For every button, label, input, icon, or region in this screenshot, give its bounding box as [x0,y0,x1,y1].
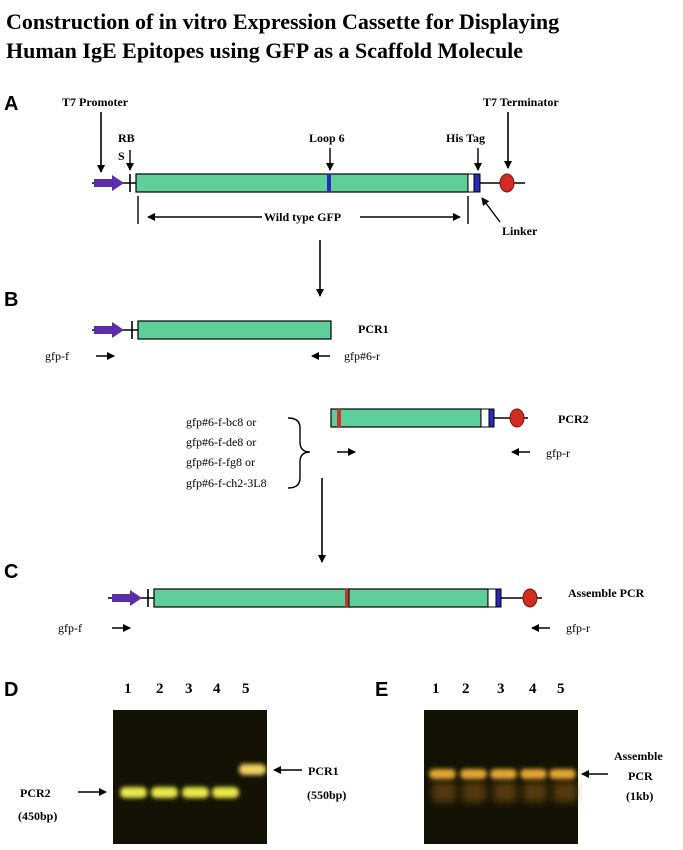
primer-option-2: gfp#6-f-de8 or [186,435,256,449]
gel-d-lane-4: 4 [213,681,221,697]
linker-box-a [467,173,475,193]
terminator-a [499,173,515,193]
gel-e-band-lane-1 [429,769,456,779]
panel-b-letter: B [4,289,18,311]
pcr1-label: PCR1 [358,322,389,336]
primer-brace [287,417,311,489]
gfp-bar-pcr1 [137,320,332,340]
gel-e-smear-lane-2 [462,782,486,802]
panel-d-letter: D [4,679,18,701]
panel-e-letter: E [375,679,388,701]
his-tag-box-pcr2 [488,408,495,428]
gel-e-lane-3: 3 [497,681,505,697]
assemble-gel-label-3: (1kb) [626,789,653,803]
gel-e-band-lane-2 [460,769,487,779]
linker-pointer [481,197,501,223]
pcr2-gel-label: PCR2 [20,786,51,800]
gfp-bar-a [135,173,469,193]
gel-e-band-lane-3 [490,769,517,779]
promoter-arrow-a [94,175,124,191]
gel-e-lane-1: 1 [432,681,440,697]
gel-e-lane-5: 5 [557,681,565,697]
t7-promoter-label: T7 Promoter [62,95,129,109]
gel-e-lane-4: 4 [529,681,537,697]
epitope-marker-pcr2 [337,409,341,427]
loop6-label: Loop 6 [309,131,345,145]
gel-e-smear-lane-3 [493,782,517,802]
pcr2-gel-size: (450bp) [18,809,57,823]
epitope-marker-c [345,589,349,607]
primer-option-1: gfp#6-f-bc8 or [186,415,256,429]
gfp6-r-label: gfp#6-r [344,349,380,363]
t7-terminator-label: T7 Terminator [483,95,559,109]
linker-label: Linker [502,224,538,238]
primer-option-3: gfp#6-f-fg8 or [186,455,255,469]
gel-d-band-lane-5 [239,764,266,775]
promoter-arrow-c [112,590,142,606]
figure-title-line-2: Human IgE Epitopes using GFP as a Scaffo… [6,38,523,63]
gel-e-smear-lane-5 [553,782,577,802]
panel-c-letter: C [4,561,18,583]
rbs-label-line-2: S [118,149,125,163]
gel-d-band-lane-4 [212,787,239,798]
wild-type-gfp-label-bg [262,208,360,224]
panel-e: E 1 2 3 4 5 Assemble PCR (1kb) [375,679,663,844]
panel-c: C Assemble PCR gfp-f gfp-r [4,561,645,635]
gel-e-lane-2: 2 [462,681,470,697]
gel-d-band-lane-2 [151,787,178,798]
panel-a: A T7 Promoter RB S Loop 6 His Tag T7 Ter… [4,93,559,297]
terminator-pcr2 [509,408,525,428]
gel-d-band-lane-1 [120,787,147,798]
panel-b: B PCR1 gfp-f gfp#6-r PCR2 gfp-r gfp#6-f-… [4,289,589,563]
panel-d: D 1 2 3 4 5 PCR2 (450bp) PCR1 (550bp) [4,679,346,844]
rbs-label-line-1: RB [118,131,135,145]
assemble-gel-label-2: PCR [628,769,653,783]
his-tag-box-a [473,173,481,193]
gfp-f-label-c: gfp-f [58,621,82,635]
terminator-c [522,588,538,608]
figure-title-line-1: Construction of in vitro Expression Cass… [6,9,559,34]
gel-d-band-lane-3 [182,787,209,798]
his-tag-box-c [495,588,502,608]
gel-d-bands [120,764,266,798]
his-tag-label: His Tag [446,131,485,145]
panel-a-letter: A [4,93,18,115]
gel-d-lane-2: 2 [156,681,164,697]
gfp-r-label-c: gfp-r [566,621,590,635]
assemble-pcr-label-c: Assemble PCR [568,586,645,600]
promoter-arrow-b [94,322,124,338]
gel-e-band-lane-5 [549,769,576,779]
assemble-gel-label-1: Assemble [614,749,663,763]
gfp-bar-pcr2 [330,408,482,428]
gel-d [113,710,267,844]
primer-option-4: gfp#6-f-ch2-3L8 [186,476,267,490]
gel-d-lane-3: 3 [185,681,193,697]
linker-box-pcr2 [480,408,490,428]
gel-e-band-lane-4 [520,769,547,779]
linker-box-c [487,588,497,608]
gel-e-bands [429,769,577,802]
gfp-f-label-b: gfp-f [45,349,69,363]
pcr1-gel-size: (550bp) [307,788,346,802]
gel-d-lane-1: 1 [124,681,132,697]
gfp-bar-c [153,588,489,608]
loop6-marker-a [327,174,331,192]
pcr1-gel-label: PCR1 [308,764,339,778]
gel-d-lane-5: 5 [242,681,250,697]
gel-e-smear-lane-4 [523,782,547,802]
gel-e-smear-lane-1 [432,782,456,802]
pcr2-label-b: PCR2 [558,412,589,426]
gfp-r-label-b: gfp-r [546,446,570,460]
wild-type-gfp-label: Wild type GFP [264,210,341,224]
